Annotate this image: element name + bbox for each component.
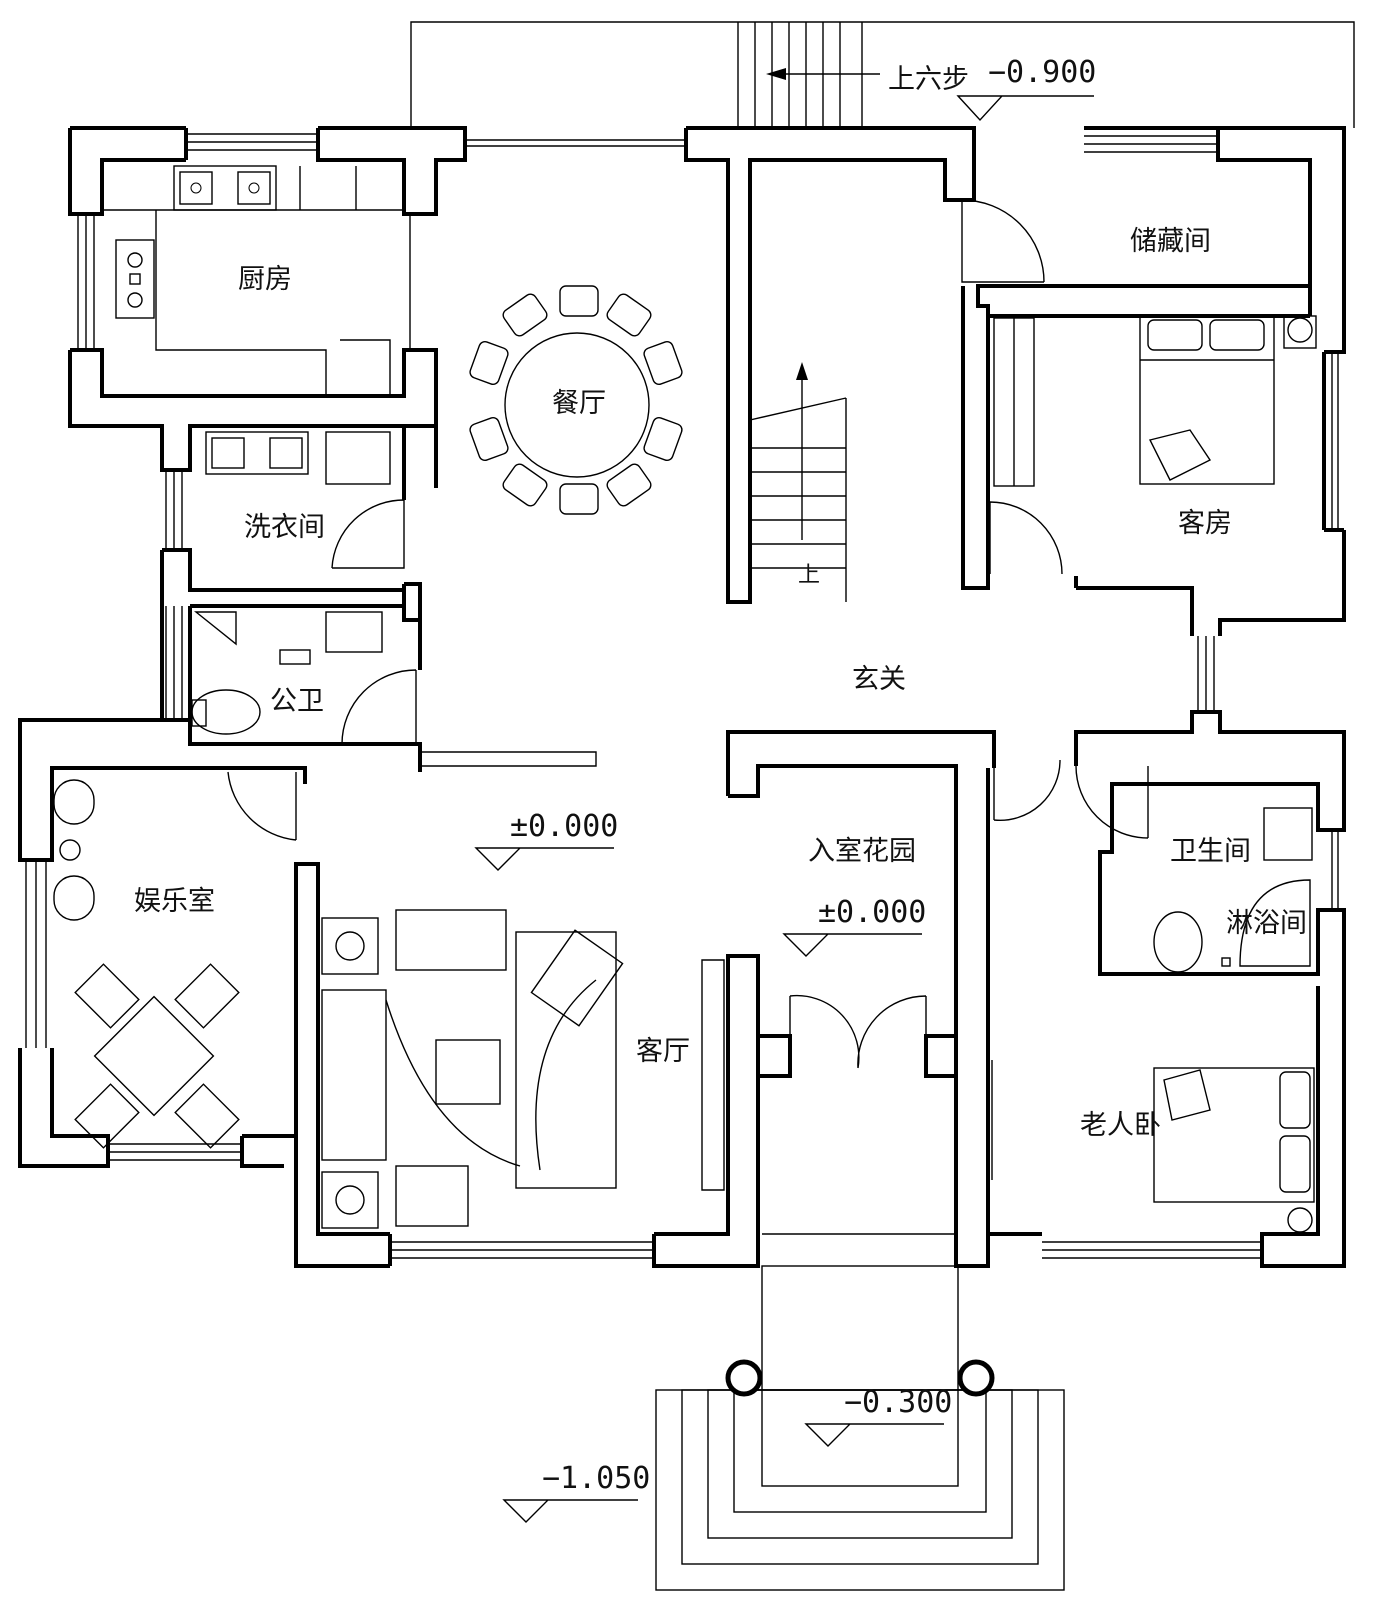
stair-arrow-icon [766, 68, 786, 80]
stair-up-arrow-icon [796, 362, 808, 380]
public-wc-label: 公卫 [270, 686, 324, 717]
living-label: 客厅 [636, 1036, 690, 1067]
entertainment-label: 娱乐室 [134, 886, 215, 917]
guest-room-label: 客房 [1178, 508, 1232, 539]
porch-column-right [957, 1359, 995, 1397]
level-garden: ±0.000 [818, 895, 926, 930]
level-markers [474, 95, 1094, 1523]
elder-bedroom-label: 老人卧 [1080, 1110, 1161, 1141]
kitchen-fixtures [102, 165, 411, 396]
laundry-fixtures [205, 431, 391, 485]
kitchen-label: 厨房 [238, 264, 292, 295]
stairs-up-six-label: 上六步 [888, 64, 969, 95]
doors [227, 199, 1149, 1191]
dining-label: 餐厅 [552, 388, 606, 419]
indoor-garden-label: 入室花园 [808, 836, 916, 867]
porch-column-left [725, 1359, 763, 1397]
level-living: ±0.000 [510, 809, 618, 844]
level-ground: −1.050 [542, 1461, 650, 1496]
shower-label: 淋浴间 [1226, 908, 1307, 939]
storage-label: 储藏间 [1130, 226, 1211, 257]
windows [25, 133, 1339, 1259]
living-furniture [321, 909, 624, 1229]
staircase [749, 362, 847, 602]
stair-up-label: 上 [798, 563, 820, 588]
bathroom-label: 卫生间 [1170, 836, 1251, 867]
elder-room-furniture [1153, 1067, 1315, 1233]
foyer-label: 玄关 [852, 664, 906, 695]
level-rear-terrace: −0.900 [988, 55, 1096, 90]
entertainment-furniture [53, 779, 240, 1149]
dining-table [469, 285, 683, 515]
rear-terrace [410, 21, 1355, 128]
walls [18, 126, 1346, 1268]
bathroom-fixtures [1153, 807, 1313, 973]
guest-room-furniture [993, 315, 1317, 487]
level-porch: −0.300 [844, 1385, 952, 1420]
front-porch [655, 1233, 1065, 1591]
wc-fixtures [191, 611, 383, 735]
laundry-label: 洗衣间 [244, 512, 325, 543]
